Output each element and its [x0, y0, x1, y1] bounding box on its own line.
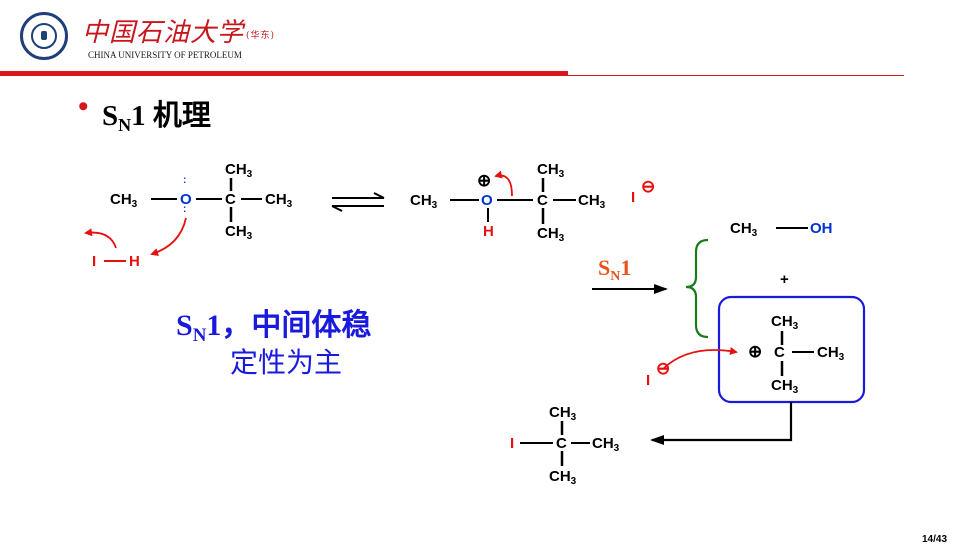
hi-hydrogen: H: [129, 253, 140, 270]
reactant-ch3-top: CH3: [225, 162, 252, 180]
curved-arrow-bond-to-o: [494, 170, 513, 197]
sn1-arrow-label-s: S: [598, 255, 611, 280]
final-ch3-right: CH3: [592, 436, 619, 454]
intermediate-ch3-bottom-text: CH: [537, 225, 559, 242]
final-ch3-top-text: CH: [549, 404, 571, 421]
intermediate-iodide: I: [631, 189, 636, 206]
equilibrium-forward-head: [373, 192, 385, 199]
title-rest: 1 机理: [131, 100, 211, 132]
intermediate-ch3-left-text: CH: [410, 192, 432, 209]
intermediate-central-carbon: C: [537, 192, 548, 209]
oxygen-lone-pair-top: :: [183, 175, 187, 186]
intermediate-hydrogen: H: [483, 223, 494, 240]
hi-iodine: I: [92, 253, 97, 270]
intermediate-ch3-right: CH3: [578, 193, 605, 211]
title-sub-n: N: [118, 115, 132, 135]
final-ch3-top: CH3: [549, 405, 576, 423]
final-ch3-bottom-sub: 3: [570, 476, 577, 487]
carbocation-ch3-right-sub: 3: [838, 352, 845, 363]
reactant-ch3-left-text: CH: [110, 191, 132, 208]
note-s: S: [176, 309, 193, 342]
reactant-ch3-bottom: CH3: [225, 224, 252, 242]
intermediate-ch3-bottom-sub: 3: [558, 233, 565, 244]
reactant-ch3-right-text: CH: [265, 191, 287, 208]
note-line1-rest: 1，中间体稳: [206, 309, 372, 342]
university-name-cn: 中国石油大学(华东): [82, 12, 275, 49]
free-iodide: I: [646, 372, 651, 389]
final-step-arrow: [650, 402, 793, 445]
curved-arrow-iodide-to-cation: [663, 347, 738, 369]
free-iodide-charge: ⊖: [656, 359, 671, 378]
carbocation-ch3-right: CH3: [817, 345, 844, 363]
title-s: S: [102, 100, 119, 132]
reactant-ch3-right-sub: 3: [286, 199, 293, 210]
final-iodine: I: [510, 435, 515, 452]
reactant-ch3-left-sub: 3: [131, 199, 138, 210]
title-bullet: •: [78, 90, 89, 123]
intermediate-ch3-top: CH3: [537, 162, 564, 180]
final-ch3-right-sub: 3: [613, 443, 620, 454]
methanol-ch3-text: CH: [730, 220, 752, 237]
curved-arrow-o-to-h: [150, 217, 187, 256]
university-name-cn-text: 中国石油大学: [82, 18, 245, 48]
note-line2: 定性为主: [230, 346, 343, 379]
final-carbon: C: [556, 435, 567, 452]
methanol-ch3-sub: 3: [751, 228, 758, 239]
carbocation-ch3-top: CH3: [771, 314, 798, 332]
product-brace: [685, 238, 709, 339]
carbocation-plus-charge: ⊕: [748, 342, 763, 361]
intermediate-ch3-top-sub: 3: [558, 169, 565, 180]
seal-inner-ring: [31, 23, 57, 49]
final-ch3-bottom-text: CH: [549, 468, 571, 485]
seal-emblem: [41, 31, 47, 40]
reactant-ch3-bottom-text: CH: [225, 223, 247, 240]
page-number: 14/43: [922, 534, 948, 545]
final-ch3-right-text: CH: [592, 435, 614, 452]
carbocation-ch3-bottom: CH3: [771, 378, 798, 396]
header-red-bar: [0, 71, 568, 76]
note-line1: SN1，中间体稳: [176, 300, 371, 347]
reactant-oxygen: O: [180, 191, 192, 208]
sn1-arrow-label: SN1: [598, 255, 631, 285]
reactant-ch3-bottom-sub: 3: [246, 231, 253, 242]
intermediate-iodide-charge: ⊖: [641, 177, 656, 196]
note-sub-n: N: [192, 325, 207, 346]
university-name-en: CHINA UNIVERSITY OF PETROLEUM: [88, 50, 242, 60]
final-ch3-top-sub: 3: [570, 412, 577, 423]
intermediate-ch3-right-text: CH: [578, 192, 600, 209]
carbocation-ch3-top-text: CH: [771, 313, 793, 330]
carbocation-ch3-bottom-sub: 3: [792, 385, 799, 396]
slide-title: SN1 机理: [102, 92, 211, 136]
intermediate-ch3-left: CH3: [410, 193, 437, 211]
reactant-ch3-top-text: CH: [225, 161, 247, 178]
intermediate-ch3-bottom: CH3: [537, 226, 564, 244]
curved-arrow-h-to-i: [84, 228, 117, 249]
reactant-ch3-right: CH3: [265, 192, 292, 210]
equilibrium-reverse-head: [331, 205, 343, 212]
carbocation-ch3-bottom-text: CH: [771, 377, 793, 394]
university-seal-logo: [20, 12, 68, 60]
intermediate-ch3-top-text: CH: [537, 161, 559, 178]
carbocation-ch3-right-text: CH: [817, 344, 839, 361]
carbocation-ch3-top-sub: 3: [792, 321, 799, 332]
final-ch3-bottom: CH3: [549, 469, 576, 487]
oxonium-charge: ⊕: [477, 171, 492, 190]
methanol-ch3: CH3: [730, 221, 757, 239]
header-thin-line: [568, 75, 904, 76]
reactant-ch3-top-sub: 3: [246, 169, 253, 180]
intermediate-oxygen: O: [481, 192, 493, 209]
intermediate-ch3-right-sub: 3: [599, 200, 606, 211]
carbocation-carbon: C: [774, 344, 785, 361]
university-name-cn-suffix: (华东): [246, 30, 276, 41]
reactant-ch3-left: CH3: [110, 192, 137, 210]
oxygen-lone-pair-bottom: :: [183, 204, 187, 215]
methanol-oh: OH: [810, 220, 833, 237]
intermediate-ch3-left-sub: 3: [431, 200, 438, 211]
products-plus-sign: +: [780, 271, 789, 288]
sn1-arrow-label-rest: 1: [620, 255, 632, 280]
reactant-central-carbon: C: [225, 191, 236, 208]
sn1-arrow-label-sub: N: [610, 269, 621, 284]
